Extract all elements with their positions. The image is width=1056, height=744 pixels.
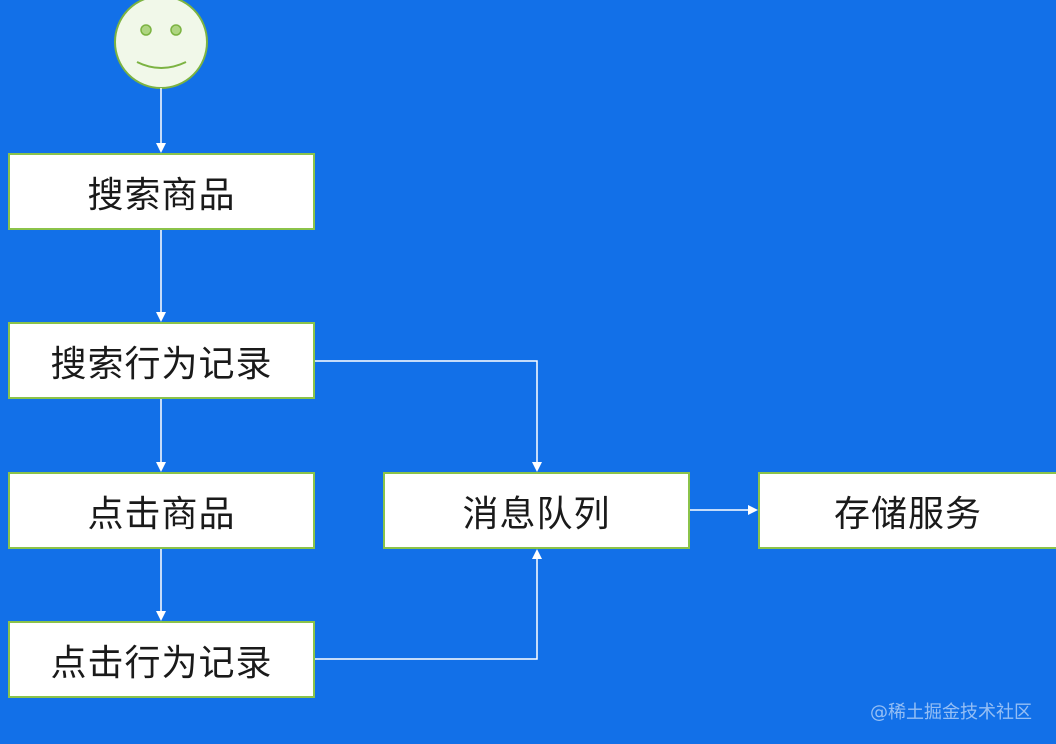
smiley-face-icon (114, 0, 208, 89)
node-click-product: 点击商品 (8, 472, 315, 549)
watermark: @稀土掘金技术社区 (870, 702, 1032, 723)
arrow-search-log-to-mq (315, 360, 542, 472)
node-click-behavior-log: 点击行为记录 (8, 621, 315, 698)
node-search-product: 搜索商品 (8, 153, 315, 230)
node-search-behavior-log: 搜索行为记录 (8, 322, 315, 399)
node-message-queue: 消息队列 (383, 472, 690, 549)
arrow-click-log-to-mq (315, 549, 542, 660)
node-storage-service: 存储服务 (758, 472, 1056, 549)
